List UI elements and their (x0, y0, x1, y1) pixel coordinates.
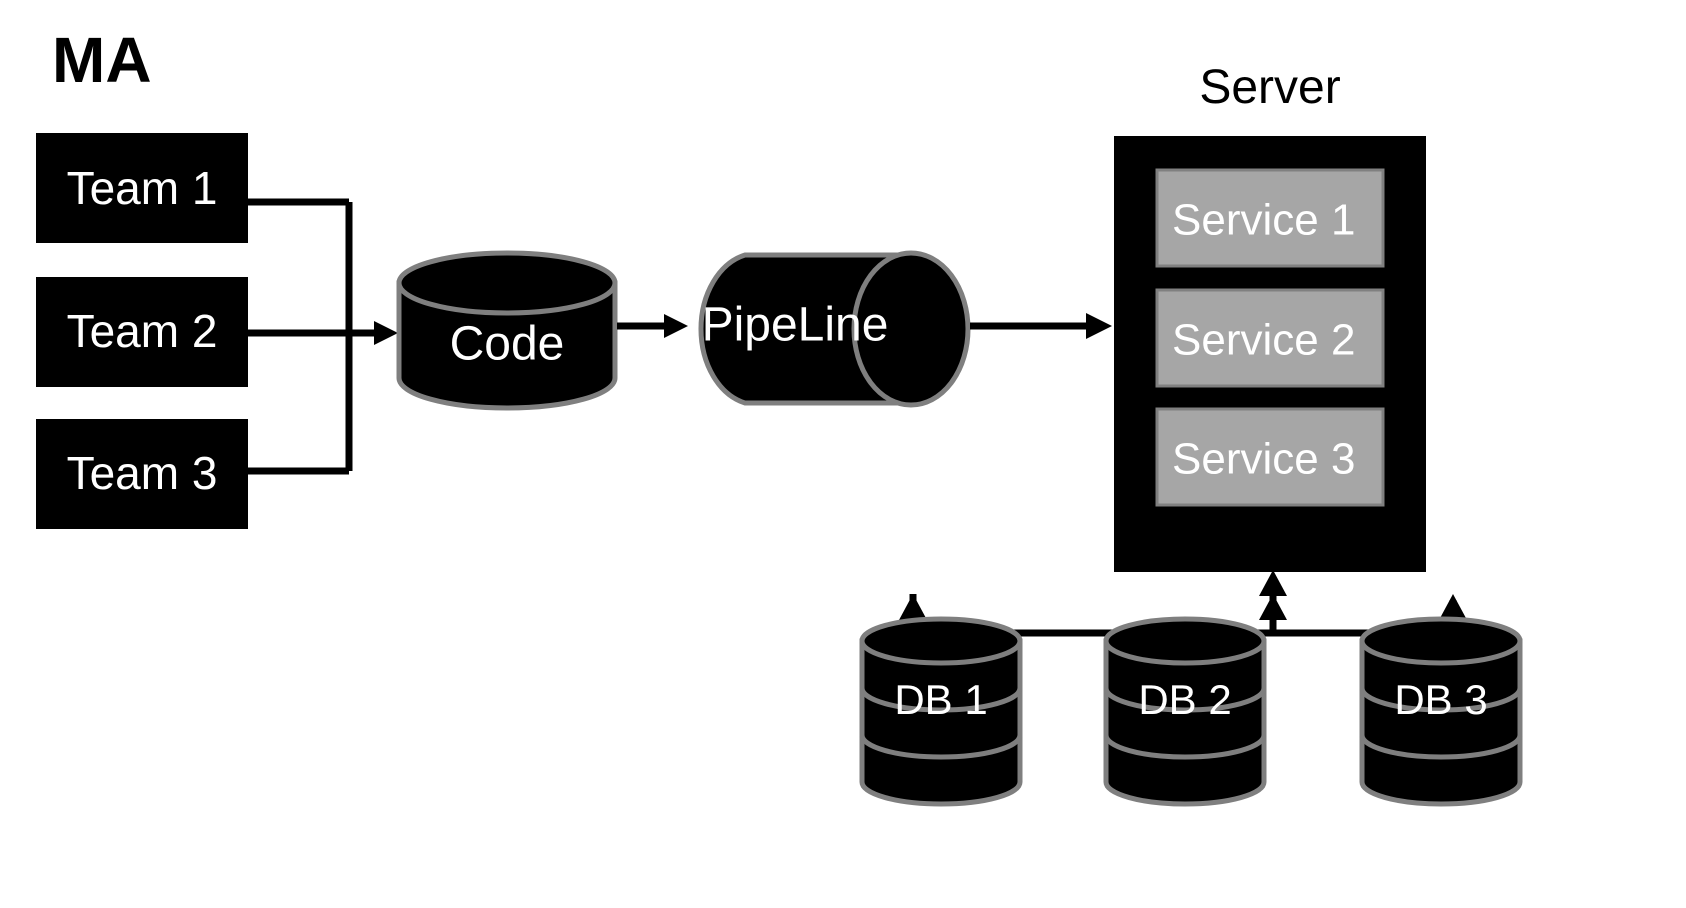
service-box-1[interactable]: Service 1 (1155, 168, 1385, 268)
team-box-1[interactable]: Team 1 (36, 133, 248, 243)
service-box-3-label: Service 3 (1172, 435, 1355, 484)
service-box-2-rect (1155, 288, 1385, 388)
pipeline-label: PipeLine (702, 299, 889, 352)
team-box-1-rect (36, 133, 248, 243)
service-box-2-label: Service 2 (1172, 316, 1355, 365)
pipeline-cylinder-cap (851, 250, 971, 408)
team-box-3[interactable]: Team 3 (36, 419, 248, 529)
team-box-2-rect (36, 277, 248, 387)
code-cylinder-top (396, 250, 618, 316)
db3-band-2 (1359, 734, 1523, 760)
service-box-1-rect (1155, 168, 1385, 268)
team-box-2-label: Team 2 (67, 305, 218, 357)
db2-cylinder-top (1103, 616, 1267, 666)
code-arrowhead (374, 321, 398, 345)
service-box-1-label: Service 1 (1172, 196, 1355, 245)
db3-band-1 (1359, 687, 1523, 713)
pipeline-shape[interactable]: PipeLine (698, 250, 971, 408)
db1-arrowhead (899, 594, 927, 620)
db3-cylinder-body (1359, 638, 1523, 807)
service-box-2[interactable]: Service 2 (1155, 288, 1385, 388)
code-datastore-label: Code (450, 318, 565, 371)
db1-band-1 (859, 687, 1023, 713)
server-container[interactable]: Service 1 Service 2 Service 3 (1114, 136, 1426, 572)
db1-label: DB 1 (894, 676, 987, 723)
teams-to-code-connector (248, 198, 398, 475)
db1-band-2 (859, 734, 1023, 760)
page-title: MA (52, 24, 152, 96)
db3-cylinder-top (1359, 616, 1523, 666)
team-box-3-label: Team 3 (67, 447, 218, 499)
db3-label: DB 3 (1394, 676, 1487, 723)
team-box-2[interactable]: Team 2 (36, 277, 248, 387)
pipeline-to-server-connector (970, 313, 1112, 339)
service-box-3[interactable]: Service 3 (1155, 407, 1385, 507)
db2-band-2 (1103, 734, 1267, 760)
code-to-pipeline-connector (617, 314, 688, 338)
database-3[interactable]: DB 3 (1359, 616, 1523, 807)
db3-arrowhead (1439, 594, 1467, 620)
server-title: Server (1199, 61, 1340, 114)
server-up-arrowhead (1259, 570, 1287, 596)
server-arrowhead (1086, 313, 1112, 339)
db2-cylinder-body (1103, 638, 1267, 807)
service-box-3-rect (1155, 407, 1385, 507)
team-box-3-rect (36, 419, 248, 529)
database-1[interactable]: DB 1 (859, 616, 1023, 807)
db2-arrowhead (1259, 594, 1287, 620)
team-box-1-label: Team 1 (67, 162, 218, 214)
code-datastore[interactable]: Code (396, 250, 618, 411)
db2-label: DB 2 (1138, 676, 1231, 723)
db2-band-1 (1103, 687, 1267, 713)
db1-cylinder-top (859, 616, 1023, 666)
database-2[interactable]: DB 2 (1103, 616, 1267, 807)
pipeline-arrowhead (664, 314, 688, 338)
db1-cylinder-body (859, 638, 1023, 807)
code-cylinder-body (396, 280, 618, 411)
